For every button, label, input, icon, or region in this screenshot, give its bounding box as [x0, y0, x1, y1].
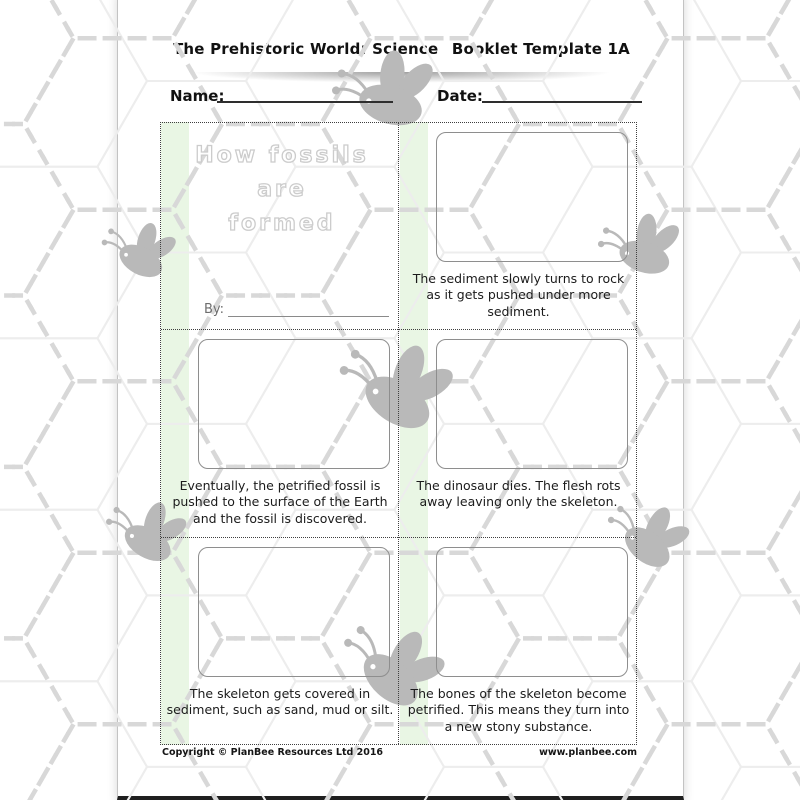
- header-band: The Prehistoric World: Science Booklet T…: [155, 25, 648, 87]
- panel-bones-petrified: The bones of the skeleton become petrifi…: [399, 538, 638, 746]
- cover-panel: How fossils are formed By:: [161, 123, 399, 330]
- by-label: By:: [204, 302, 225, 317]
- panel-dinosaur-dies: The dinosaur dies. The flesh rots away l…: [399, 330, 638, 538]
- panel-fossil-discovered: Eventually, the petrified fossil is push…: [161, 330, 399, 538]
- drawing-box: [436, 339, 628, 469]
- panel-caption: The skeleton gets covered in sediment, s…: [166, 686, 394, 718]
- panel-caption: The dinosaur dies. The flesh rots away l…: [416, 478, 621, 510]
- name-write-line: [217, 85, 393, 103]
- date-write-line: [482, 85, 642, 103]
- drawing-box: [198, 547, 390, 677]
- drawing-box: [436, 547, 628, 677]
- header-course-title: The Prehistoric World: Science: [173, 39, 439, 58]
- name-label: Name:: [170, 87, 225, 105]
- header-template-title: Booklet Template 1A: [451, 39, 630, 58]
- booklet-panel-grid: How fossils are formed By: The sediment …: [160, 122, 637, 745]
- by-write-line: [228, 301, 389, 317]
- panel-skeleton-covered: The skeleton gets covered in sediment, s…: [161, 538, 399, 746]
- drawing-box: [198, 339, 390, 469]
- panel-caption: Eventually, the petrified fossil is push…: [172, 478, 388, 526]
- panel-caption: The bones of the skeleton become petrifi…: [407, 686, 630, 734]
- drawing-box: [436, 132, 628, 262]
- cover-title: How fossils are formed: [195, 142, 369, 236]
- date-label: Date:: [437, 87, 483, 105]
- by-row: By:: [204, 301, 389, 317]
- footer-copyright: Copyright © PlanBee Resources Ltd 2016: [162, 747, 384, 758]
- panel-sediment-to-rock: The sediment slowly turns to rock as it …: [399, 123, 638, 330]
- panel-caption: The sediment slowly turns to rock as it …: [412, 271, 625, 319]
- footer-website: www.planbee.com: [539, 747, 637, 758]
